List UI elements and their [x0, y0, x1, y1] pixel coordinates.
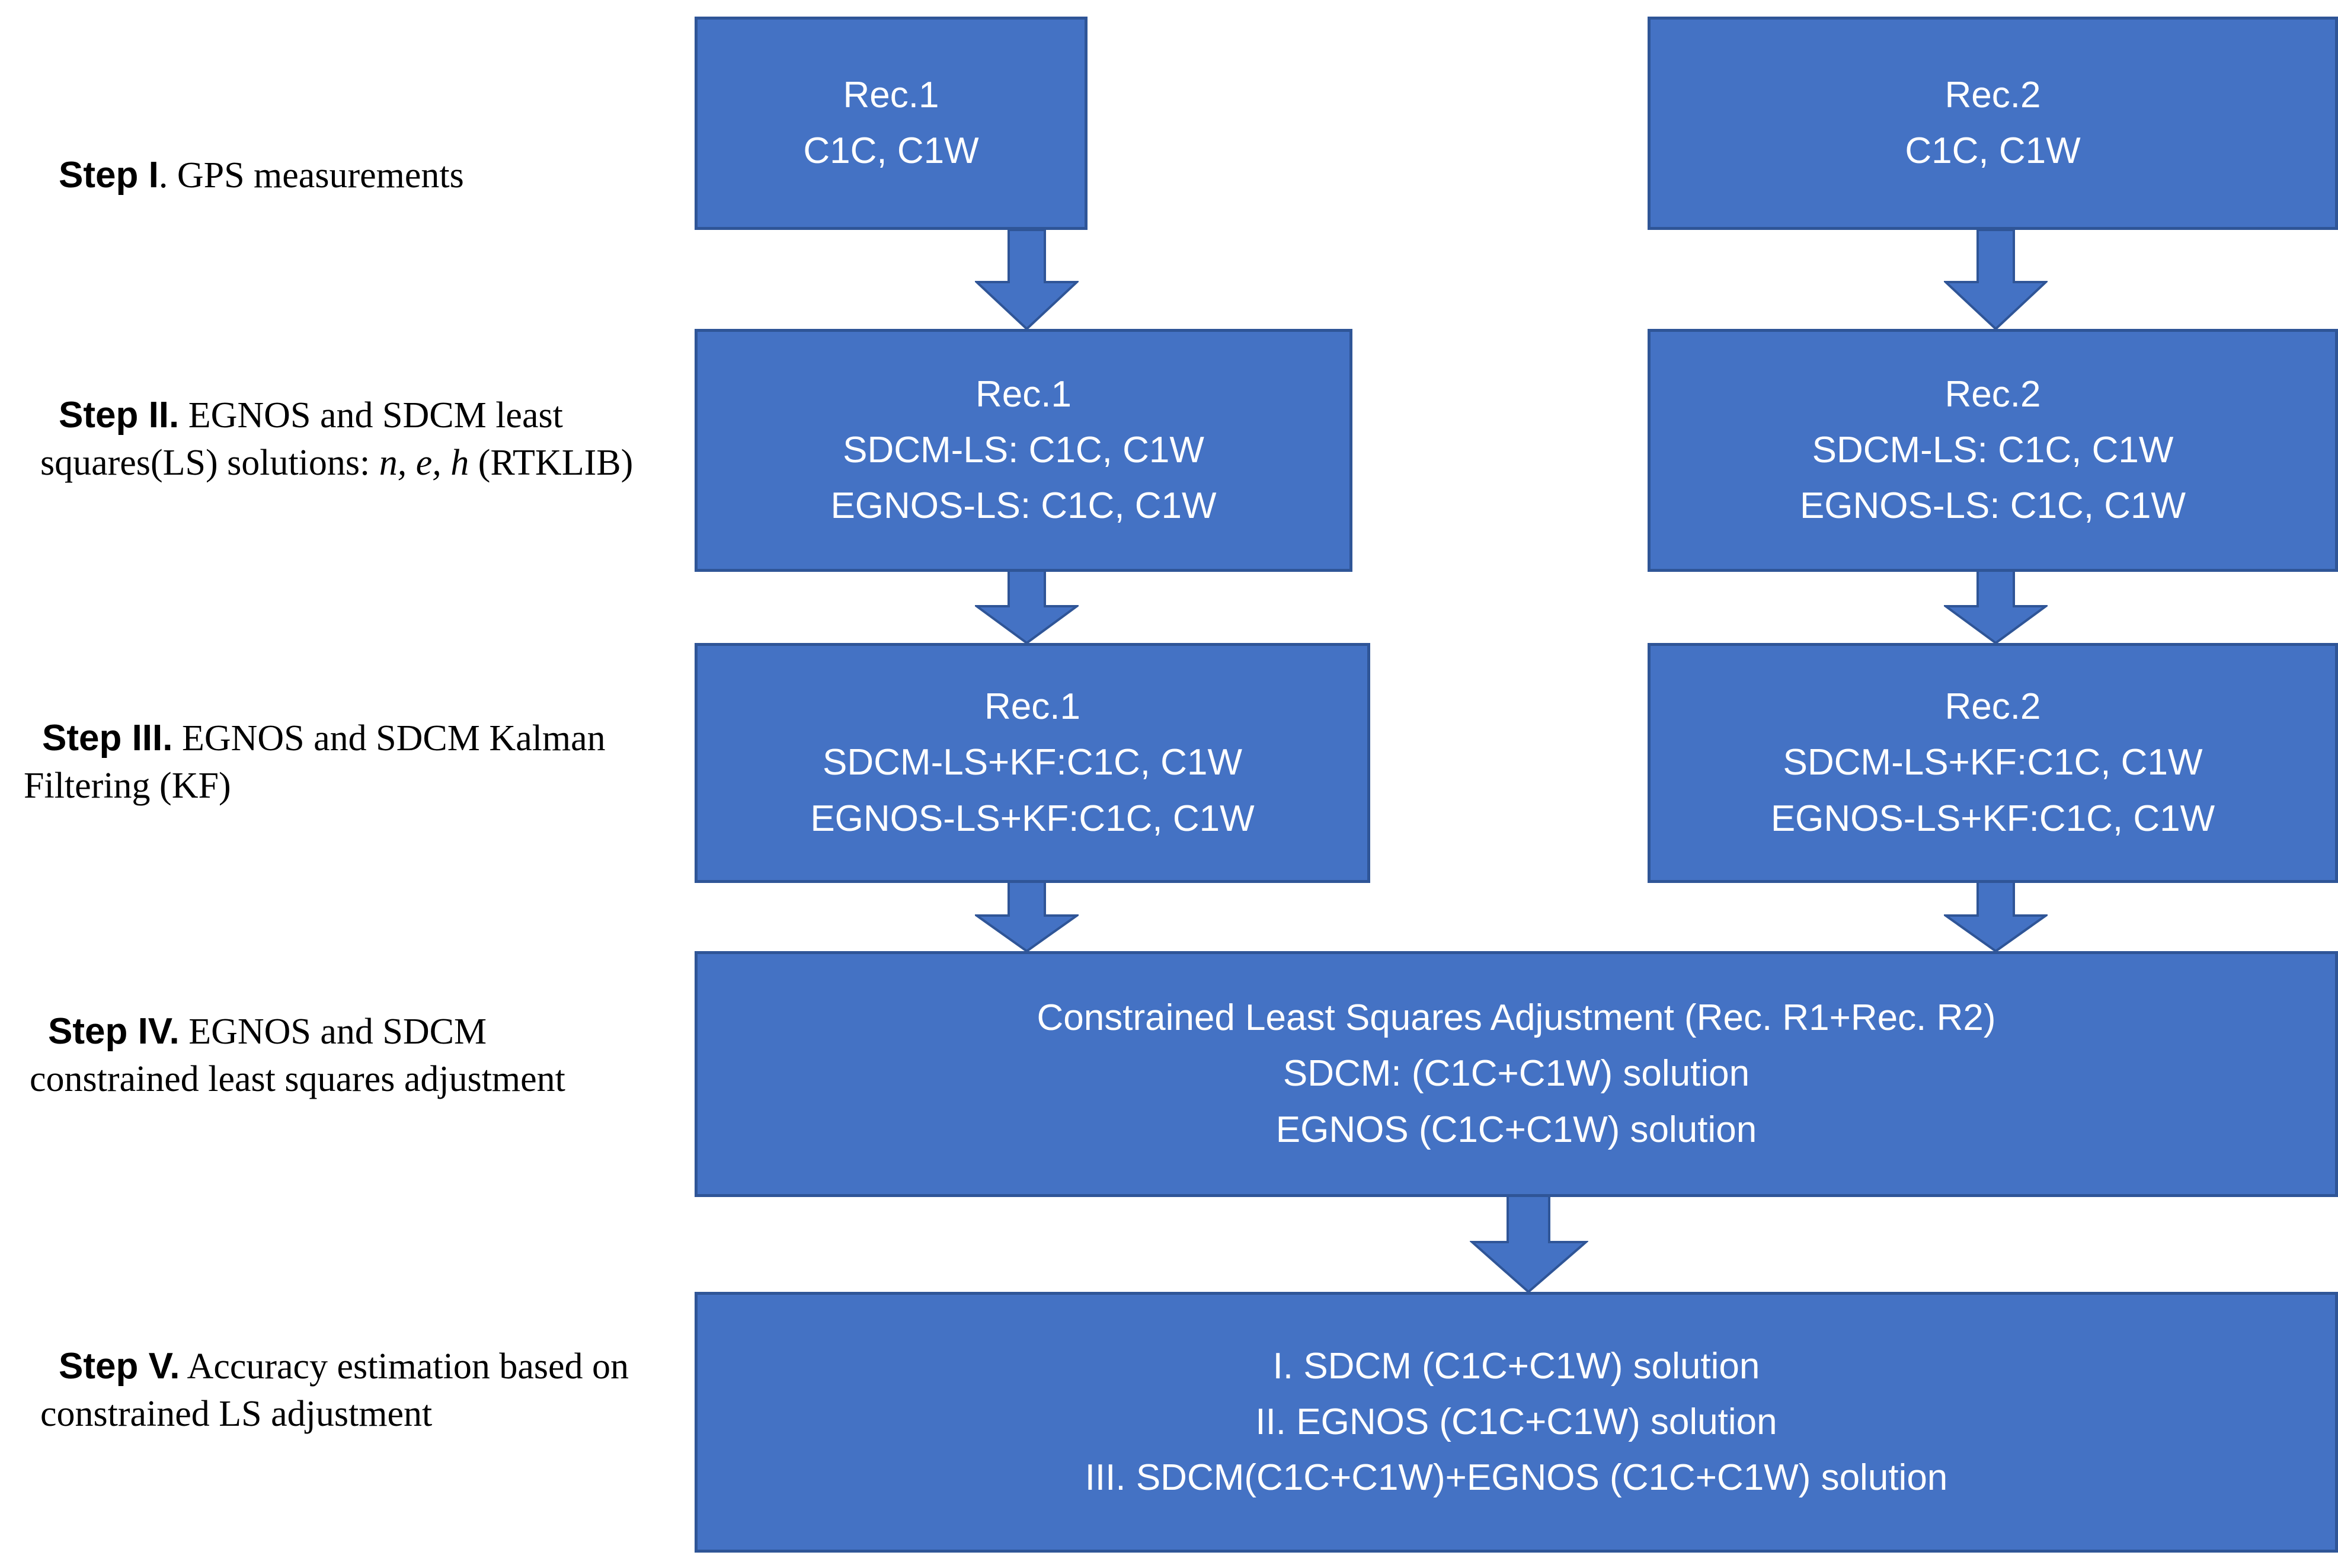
step-4-text: EGNOS and SDCM constrained least squares… [30, 1011, 565, 1100]
step-1-label: Step I. GPS measurements [40, 104, 669, 199]
step-5-number: Step V. [59, 1345, 180, 1387]
box-line: III. SDCM(C1C+C1W)+EGNOS (C1C+C1W) solut… [1085, 1457, 1948, 1499]
down-arrow-icon [975, 882, 1079, 953]
step-1-text: . GPS measurements [158, 155, 464, 196]
step4-combined-box[interactable]: Constrained Least Squares Adjustment (Re… [695, 951, 2338, 1197]
arrow-step1-to-step2-right [1944, 230, 2048, 331]
box-line: EGNOS-LS+KF:C1C, C1W [1770, 798, 2215, 839]
step2-rec1-box[interactable]: Rec.1 SDCM-LS: C1C, C1W EGNOS-LS: C1C, C… [695, 329, 1352, 572]
box-line: C1C, C1W [1905, 130, 2081, 171]
box-line: Rec.1 [843, 74, 939, 116]
box-line: Rec.2 [1944, 373, 2041, 415]
step1-rec2-box[interactable]: Rec.2 C1C, C1W [1648, 17, 2338, 230]
box-line: SDCM-LS+KF:C1C, C1W [1783, 742, 2203, 783]
step-3-label: Step III. EGNOS and SDCM Kalman Filterin… [24, 667, 693, 810]
box-line: Rec.2 [1944, 74, 2041, 116]
arrow-step3-to-step4-left [975, 882, 1079, 953]
step-2-text: EGNOS and SDCM least squares(LS) solutio… [40, 395, 572, 484]
box-line: C1C, C1W [803, 130, 979, 171]
arrow-step1-to-step2-left [975, 230, 1079, 331]
step-4-number: Step IV. [48, 1010, 180, 1052]
box-line: EGNOS-LS: C1C, C1W [830, 485, 1217, 527]
box-line: Rec.1 [976, 373, 1072, 415]
box-line: EGNOS-LS+KF:C1C, C1W [810, 798, 1255, 839]
step-5-text: Accuracy estimation based on constrained… [40, 1346, 638, 1435]
down-arrow-icon [1944, 571, 2048, 645]
step5-results-box[interactable]: I. SDCM (C1C+C1W) solution II. EGNOS (C1… [695, 1292, 2338, 1553]
box-line: SDCM: (C1C+C1W) solution [1282, 1053, 1750, 1095]
box-line: Rec.2 [1944, 686, 2041, 728]
box-line: SDCM-LS: C1C, C1W [1812, 429, 2174, 471]
step3-rec2-box[interactable]: Rec.2 SDCM-LS+KF:C1C, C1W EGNOS-LS+KF:C1… [1648, 643, 2338, 883]
box-line: I. SDCM (C1C+C1W) solution [1272, 1345, 1760, 1387]
down-arrow-icon [975, 571, 1079, 645]
down-arrow-icon [1470, 1196, 1588, 1294]
box-line: EGNOS-LS: C1C, C1W [1799, 485, 2186, 527]
down-arrow-icon [1944, 230, 2048, 331]
step-2-label: Step II. EGNOS and SDCM least squares(LS… [40, 344, 680, 487]
step-3-text: EGNOS and SDCM Kalman Filtering (KF) [24, 718, 615, 807]
box-line: SDCM-LS+KF:C1C, C1W [823, 742, 1242, 783]
box-line: Constrained Least Squares Adjustment (Re… [1037, 997, 1996, 1039]
step2-rec2-box[interactable]: Rec.2 SDCM-LS: C1C, C1W EGNOS-LS: C1C, C… [1648, 329, 2338, 572]
step-2-number: Step II. [59, 394, 180, 436]
step3-rec1-box[interactable]: Rec.1 SDCM-LS+KF:C1C, C1W EGNOS-LS+KF:C1… [695, 643, 1370, 883]
step-1-number: Step I [59, 154, 159, 196]
arrow-step4-to-step5 [1470, 1196, 1588, 1294]
box-line: Rec.1 [984, 686, 1080, 728]
step-2-text-tail: (RTKLIB) [469, 443, 634, 484]
arrow-step2-to-step3-right [1944, 571, 2048, 645]
step-2-symbols: n, e, h [379, 443, 469, 484]
box-line: EGNOS (C1C+C1W) solution [1275, 1109, 1757, 1150]
box-line: SDCM-LS: C1C, C1W [843, 429, 1204, 471]
arrow-step3-to-step4-right [1944, 882, 2048, 953]
box-line: II. EGNOS (C1C+C1W) solution [1255, 1401, 1777, 1442]
down-arrow-icon [1944, 882, 2048, 953]
arrow-step2-to-step3-left [975, 571, 1079, 645]
step-5-label: Step V. Accuracy estimation based on con… [40, 1295, 669, 1438]
step-3-number: Step III. [42, 717, 173, 759]
step1-rec1-box[interactable]: Rec.1 C1C, C1W [695, 17, 1088, 230]
down-arrow-icon [975, 230, 1079, 331]
step-4-label: Step IV. EGNOS and SDCM constrained leas… [30, 960, 622, 1103]
